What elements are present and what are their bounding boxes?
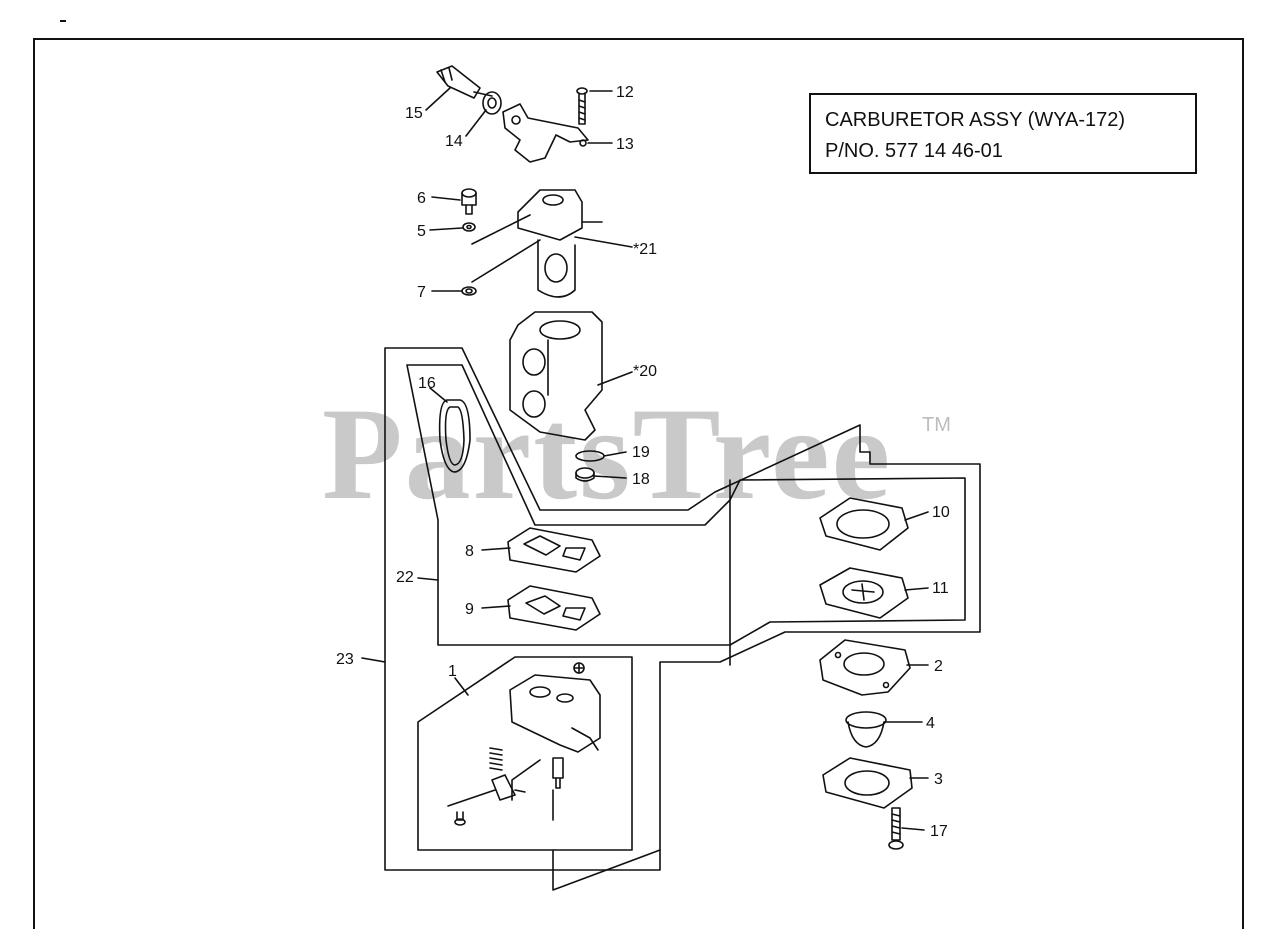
needle-valve bbox=[552, 757, 564, 789]
callout-12: 12 bbox=[616, 84, 634, 101]
callout-11: 11 bbox=[932, 580, 949, 597]
callout-4: 4 bbox=[926, 715, 935, 732]
leader-5 bbox=[429, 227, 463, 231]
leader-18 bbox=[593, 475, 627, 479]
nut-14 bbox=[482, 91, 502, 115]
metering-lever bbox=[447, 774, 526, 807]
screw-6 bbox=[461, 188, 477, 215]
title-box: CARBURETOR ASSY (WYA-172) P/NO. 577 14 4… bbox=[809, 93, 1197, 174]
o-ring-16 bbox=[438, 399, 471, 473]
leader-1 bbox=[454, 677, 469, 696]
watermark-tm: TM bbox=[922, 414, 951, 436]
callout-18: 18 bbox=[632, 471, 650, 488]
dash-5-21 bbox=[471, 214, 531, 245]
callout-10: 10 bbox=[932, 504, 950, 521]
leader-16 bbox=[429, 387, 448, 403]
callout-21: *21 bbox=[633, 241, 657, 258]
callout-19: 19 bbox=[632, 444, 650, 461]
bracket-13 bbox=[502, 103, 589, 163]
callout-5: 5 bbox=[417, 223, 426, 240]
plug-18 bbox=[575, 467, 595, 482]
kit-22-outline bbox=[406, 364, 966, 646]
cover-3 bbox=[822, 757, 913, 809]
leader-6 bbox=[431, 196, 461, 201]
diagram-frame bbox=[33, 38, 1244, 929]
screw-small bbox=[454, 811, 466, 826]
carburetor-housing-1 bbox=[509, 674, 601, 753]
callout-6: 6 bbox=[417, 190, 426, 207]
leader-17 bbox=[901, 827, 925, 831]
leader-14 bbox=[465, 109, 487, 137]
callout-22: 22 bbox=[396, 569, 414, 586]
leader-10 bbox=[904, 511, 929, 521]
leader-19 bbox=[603, 451, 627, 457]
washer-7 bbox=[461, 286, 477, 296]
callout-17: 17 bbox=[930, 823, 948, 840]
pump-cover-2 bbox=[819, 639, 911, 696]
callout-20: *20 bbox=[633, 363, 657, 380]
callout-23: 23 bbox=[336, 651, 354, 668]
o-ring-19 bbox=[575, 450, 605, 462]
gasket-9 bbox=[507, 585, 601, 631]
carburetor-body-20 bbox=[509, 311, 603, 441]
dash-lever-housing bbox=[511, 759, 541, 801]
leader-22 bbox=[417, 577, 439, 581]
callout-2: 2 bbox=[934, 658, 943, 675]
screw-17 bbox=[888, 807, 904, 850]
washer-5 bbox=[462, 222, 476, 232]
callout-9: 9 bbox=[465, 601, 474, 618]
kit-1-leader-tail bbox=[552, 849, 661, 891]
assembly-title: CARBURETOR ASSY (WYA-172) bbox=[825, 109, 1126, 131]
callout-1: 1 bbox=[448, 663, 457, 680]
leader-8 bbox=[481, 547, 511, 551]
leader-15 bbox=[425, 87, 451, 111]
kit-23-outline bbox=[384, 347, 981, 871]
leader-20 bbox=[597, 371, 633, 386]
throttle-body-21 bbox=[517, 189, 603, 298]
callout-16: 16 bbox=[418, 375, 436, 392]
callout-14: 14 bbox=[445, 133, 463, 150]
callout-7: 7 bbox=[417, 284, 426, 301]
leader-23 bbox=[361, 657, 386, 663]
screw-12 bbox=[576, 87, 588, 125]
fitting-15 bbox=[436, 65, 493, 99]
gasket-10 bbox=[819, 497, 909, 551]
callout-8: 8 bbox=[465, 543, 474, 560]
diaphragm-11 bbox=[819, 567, 909, 619]
spring bbox=[489, 747, 503, 771]
callout-labels: 15 14 12 13 6 5 *21 7 *20 16 19 18 10 11… bbox=[336, 84, 950, 840]
leader-11 bbox=[904, 587, 929, 591]
dash-7-21 bbox=[471, 239, 541, 283]
kit-1-outline bbox=[417, 656, 633, 851]
callout-15: 15 bbox=[405, 105, 423, 122]
gasket-8 bbox=[507, 527, 601, 573]
primer-bulb-4 bbox=[845, 711, 887, 748]
filter-screen bbox=[573, 662, 585, 674]
part-number: P/NO. 577 14 46-01 bbox=[825, 140, 1003, 162]
leader-9 bbox=[481, 605, 511, 609]
corner-mark bbox=[60, 20, 66, 22]
callout-13: 13 bbox=[616, 136, 634, 153]
callout-3: 3 bbox=[934, 771, 943, 788]
leader-21 bbox=[574, 236, 633, 248]
